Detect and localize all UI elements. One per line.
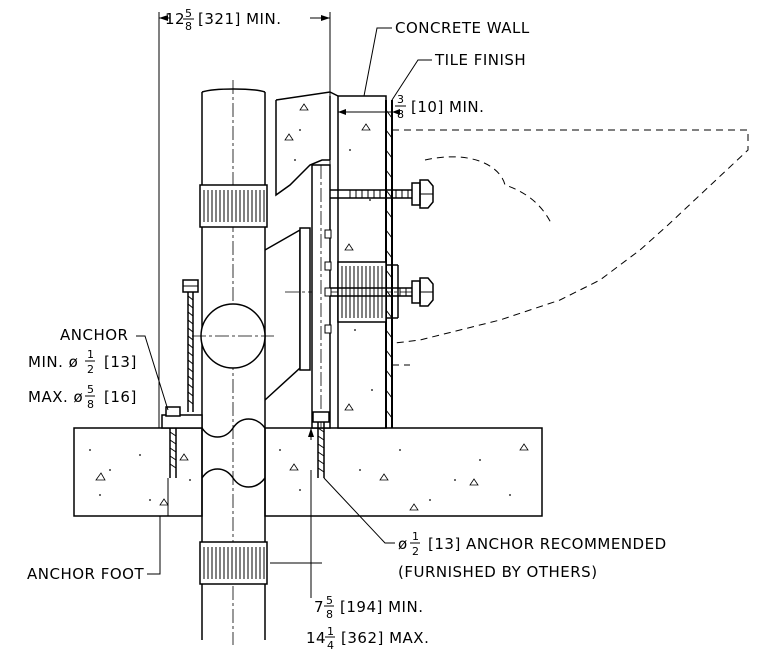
top-dimension-line: [158, 12, 331, 428]
min-text: [13]: [104, 353, 137, 371]
min-height-num: 5: [326, 594, 333, 607]
leaders: [136, 27, 432, 575]
max-height-den: 4: [327, 639, 334, 652]
rec-text: [13] ANCHOR RECOMMENDED: [428, 535, 667, 553]
mounting-plate: [311, 164, 332, 429]
anchor-foot: [161, 406, 203, 478]
furnished-label: (FURNISHED BY OTHERS): [398, 563, 598, 581]
wall-anchor: [312, 411, 330, 478]
max-height-whole: 14: [306, 629, 326, 647]
max-height-num: 1: [327, 625, 334, 638]
fixture-outline-dashed: [391, 129, 749, 344]
floor-slab-left: [73, 427, 203, 517]
tile-dim-text: [10] MIN.: [411, 98, 484, 116]
max-text: [16]: [104, 388, 137, 406]
coupling-upper: [199, 184, 268, 228]
max-num: 5: [87, 383, 94, 396]
concrete-wall-label: CONCRETE WALL: [395, 19, 530, 37]
floor-slab-right: [264, 427, 543, 517]
top-dim-whole: 12: [165, 10, 185, 28]
height-dimension-line: [270, 428, 322, 598]
rec-num: 1: [412, 530, 419, 543]
min-num: 1: [87, 348, 94, 361]
top-dim-num: 5: [185, 7, 192, 20]
threaded-rod: [182, 279, 199, 412]
tile-dim-den: 8: [397, 108, 404, 121]
lower-bolt: [330, 277, 434, 307]
rec-prefix: ø: [398, 535, 408, 553]
wall-sleeve: [337, 261, 399, 323]
min-den: 2: [87, 363, 94, 376]
upper-bolt: [330, 179, 434, 209]
rec-den: 2: [412, 545, 419, 558]
min-height-den: 8: [326, 608, 333, 621]
tile-finish-label: TILE FINISH: [434, 51, 526, 69]
concrete-wall: [275, 91, 387, 429]
anchor-label: ANCHOR: [60, 326, 128, 344]
tile-dimension-line: [338, 109, 400, 115]
min-prefix: MIN. ø: [28, 353, 78, 371]
top-dim-den: 8: [185, 20, 192, 33]
max-den: 8: [87, 398, 94, 411]
fitting-body: [192, 227, 420, 401]
anchor-foot-label: ANCHOR FOOT: [27, 565, 144, 583]
coupling-lower: [199, 541, 268, 585]
min-height-whole: 7: [314, 598, 324, 616]
min-height-text: [194] MIN.: [340, 598, 423, 616]
top-dim-text: [321] MIN.: [198, 10, 281, 28]
max-height-text: [362] MAX.: [341, 629, 429, 647]
tile-dim-num: 3: [397, 93, 404, 106]
max-prefix: MAX. ø: [28, 388, 83, 406]
tile-finish-layer: [385, 100, 393, 428]
